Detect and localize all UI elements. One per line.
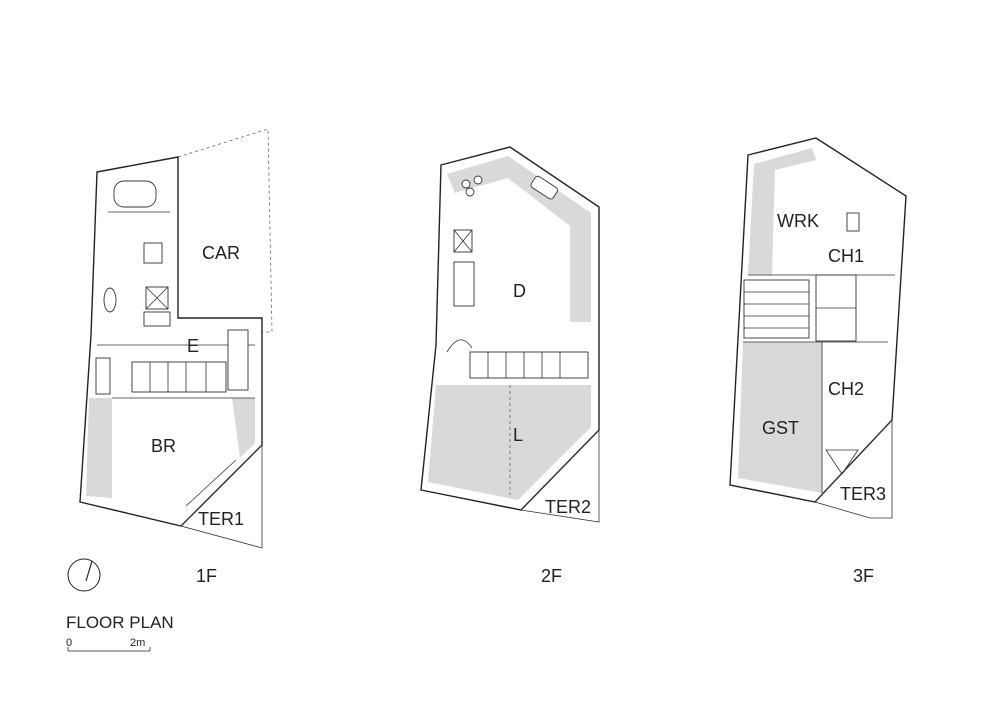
- living-floor: [428, 385, 591, 500]
- stove-burner-1: [461, 179, 471, 189]
- wash-counter: [143, 311, 171, 327]
- scale-bar: [67, 647, 151, 652]
- floor-label-2f: 2F: [541, 566, 562, 586]
- room-label-terrace-3: TER3: [840, 484, 886, 504]
- floor-1f-plan: [79, 128, 273, 549]
- room-label-child-2: CH2: [828, 379, 864, 399]
- floor-label-3f: 3F: [853, 566, 874, 586]
- room-label-car: CAR: [202, 243, 240, 263]
- stair-2f: [469, 351, 589, 379]
- guest-room-floor: [738, 342, 822, 493]
- scale-label-end: 2m: [130, 637, 145, 649]
- room-label-terrace-2: TER2: [545, 497, 591, 517]
- terrace-3-stair: [825, 449, 859, 475]
- scale-label-start: 0: [66, 637, 72, 649]
- room-label-bedroom: BR: [151, 436, 176, 456]
- work-shade: [748, 148, 816, 275]
- room-label-entry: E: [187, 336, 199, 356]
- room-label-guest: GST: [762, 418, 799, 438]
- terrace-3-outline: [814, 418, 893, 519]
- terrace-1-outline: [180, 444, 263, 549]
- terrace-1-window: [185, 459, 237, 507]
- terrace-2-outline: [520, 429, 600, 523]
- north-arrow-icon: [67, 558, 101, 592]
- closet-1f: [227, 329, 249, 391]
- storage-2f-x2: [453, 229, 473, 253]
- floor-3f-plan: [729, 137, 907, 519]
- fridge-2f: [453, 261, 475, 307]
- room-label-work: WRK: [777, 211, 819, 231]
- floor-1f-shade-right: [232, 398, 255, 458]
- work-desk: [846, 212, 860, 232]
- floor-label-1f: 1F: [196, 566, 217, 586]
- room-label-terrace-1: TER1: [198, 509, 244, 529]
- shelf-1f: [95, 357, 111, 395]
- stove-burner-3: [465, 187, 475, 197]
- floor-1f-shade-left: [86, 398, 112, 498]
- kitchen-sink: [530, 175, 559, 200]
- bathtub: [113, 180, 157, 208]
- kitchen-counter: [447, 156, 591, 322]
- room-label-dining: D: [513, 281, 526, 301]
- wash-box-x2: [145, 286, 169, 310]
- stair-3f: [743, 279, 810, 339]
- door-swing-2f: [446, 339, 473, 353]
- room-label-child-1: CH1: [828, 246, 864, 266]
- floor-2f-plan: [420, 146, 600, 523]
- drawing-title: FLOOR PLAN: [66, 613, 174, 632]
- stove-burner-2: [473, 175, 483, 185]
- room-label-living: L: [513, 425, 523, 445]
- stair-1f: [131, 361, 227, 393]
- floor-1f-interior: [86, 168, 255, 518]
- carport-outline: [177, 128, 273, 333]
- wash-basin: [143, 242, 163, 264]
- toilet: [103, 287, 117, 313]
